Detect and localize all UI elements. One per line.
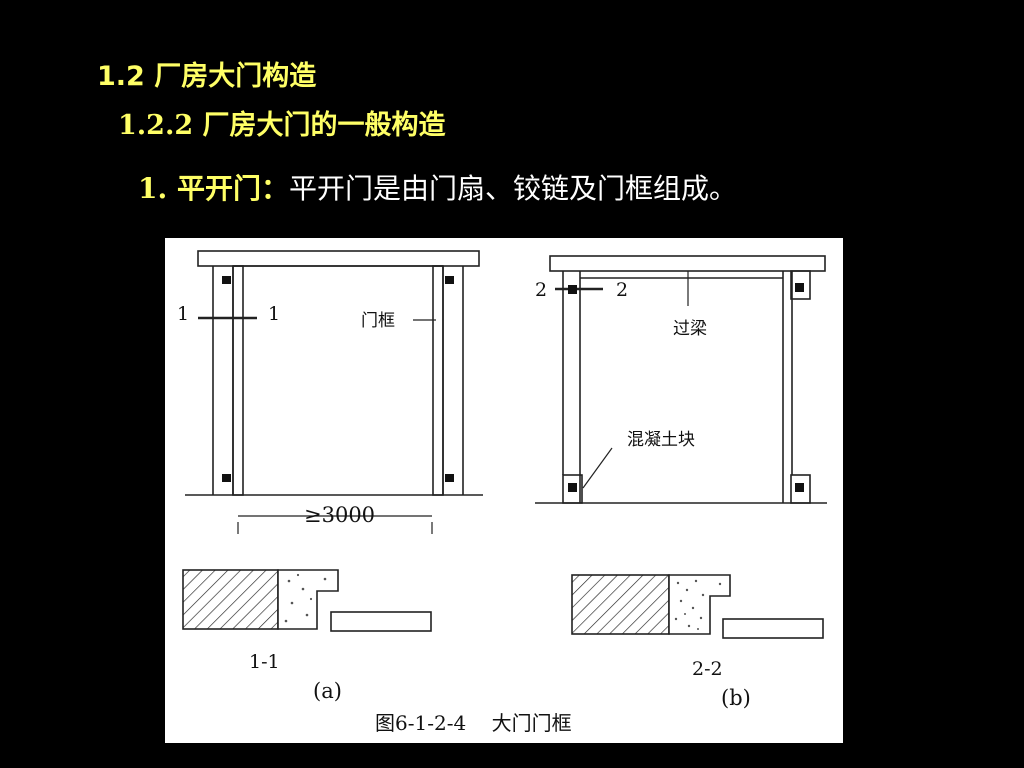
section-mark-b-left: 2: [535, 279, 547, 301]
paragraph-lead: 1. 平开门：: [138, 172, 289, 205]
subsection-heading: 1.2.2 厂房大门的一般构造: [118, 110, 446, 141]
sub-label-b: (b): [721, 686, 751, 710]
frame-label: 门框: [361, 311, 395, 331]
block-label: 混凝土块: [627, 430, 695, 450]
section-mark-b-right: 2: [616, 279, 628, 301]
anchor-blocks-b: [568, 283, 804, 492]
door-frame-figure: 1 1 门框 ≥3000 1-1 (a) 2: [165, 238, 843, 743]
section-heading: 1.2 厂房大门构造: [97, 61, 317, 92]
paragraph: 1. 平开门：平开门是由门扇、铰链及门框组成。: [138, 167, 737, 207]
section-mark-a-left: 1: [177, 303, 189, 325]
figure-drawing: 1 1 门框 ≥3000 1-1 (a) 2: [177, 250, 827, 735]
elevation-a: [185, 250, 483, 534]
dimension-label: ≥3000: [304, 503, 375, 527]
section-label-1-1: 1-1: [249, 651, 280, 673]
sub-label-a: (a): [313, 679, 342, 703]
section-label-2-2: 2-2: [692, 658, 723, 680]
elevation-b: [535, 255, 827, 504]
section-mark-a-right: 1: [268, 303, 280, 325]
section-detail-a: [182, 569, 432, 632]
figure-caption: 图6-1-2-4 大门门框: [375, 711, 572, 735]
section-detail-b: [571, 574, 824, 639]
lintel-label: 过梁: [673, 319, 707, 339]
paragraph-text: 平开门是由门扇、铰链及门框组成。: [288, 172, 737, 205]
anchor-blocks-a: [222, 276, 454, 482]
